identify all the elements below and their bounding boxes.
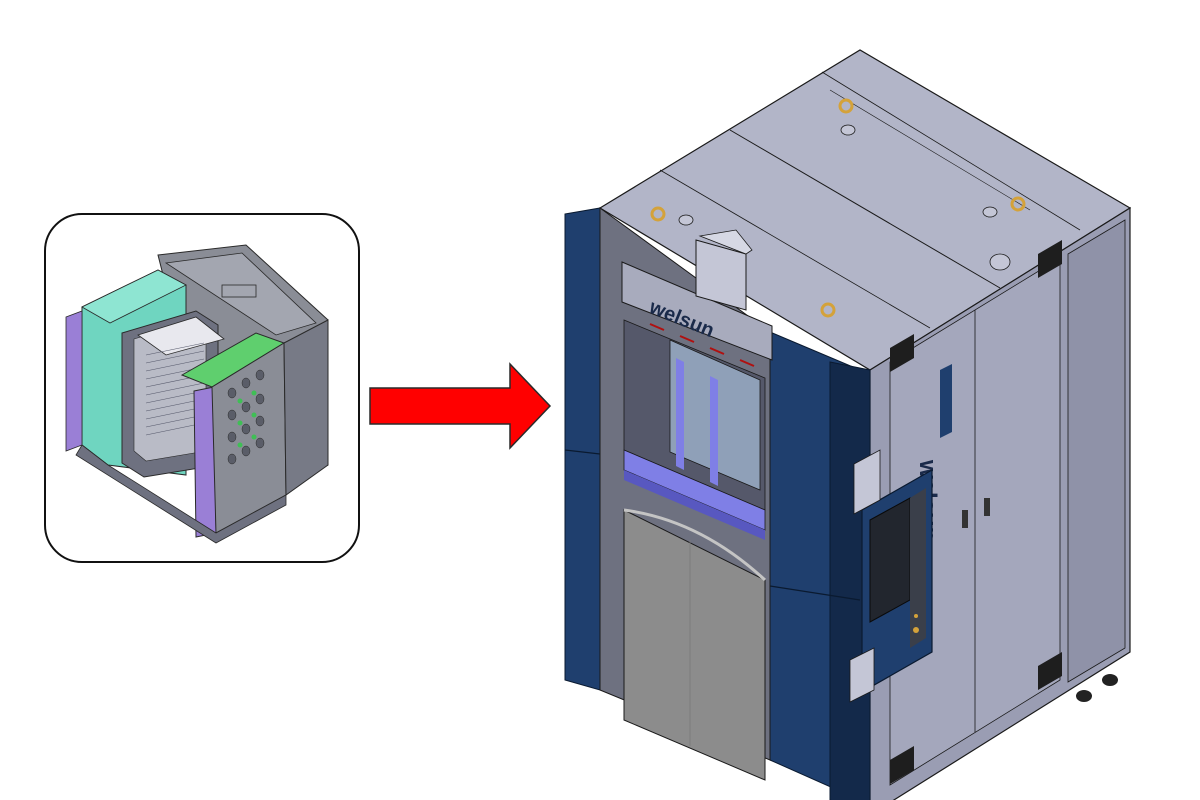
mold-assembly-drawing [65, 244, 329, 544]
eyebolt-icon [838, 98, 854, 114]
mold-inset-frame [44, 213, 360, 563]
transition-arrow [369, 362, 552, 450]
injection-machine-drawing: welsun welsun [564, 49, 1132, 800]
machine-frame-left [564, 207, 601, 691]
eyebolt-icon [650, 206, 666, 222]
control-panel-screen [869, 497, 911, 623]
machine-header-plate [621, 261, 773, 361]
eyebolts [650, 98, 1026, 318]
eyebolt-icon [1010, 196, 1026, 212]
eyebolt-icon [820, 302, 836, 318]
arrow-shape [369, 362, 552, 450]
machine-safety-guard [623, 509, 766, 781]
